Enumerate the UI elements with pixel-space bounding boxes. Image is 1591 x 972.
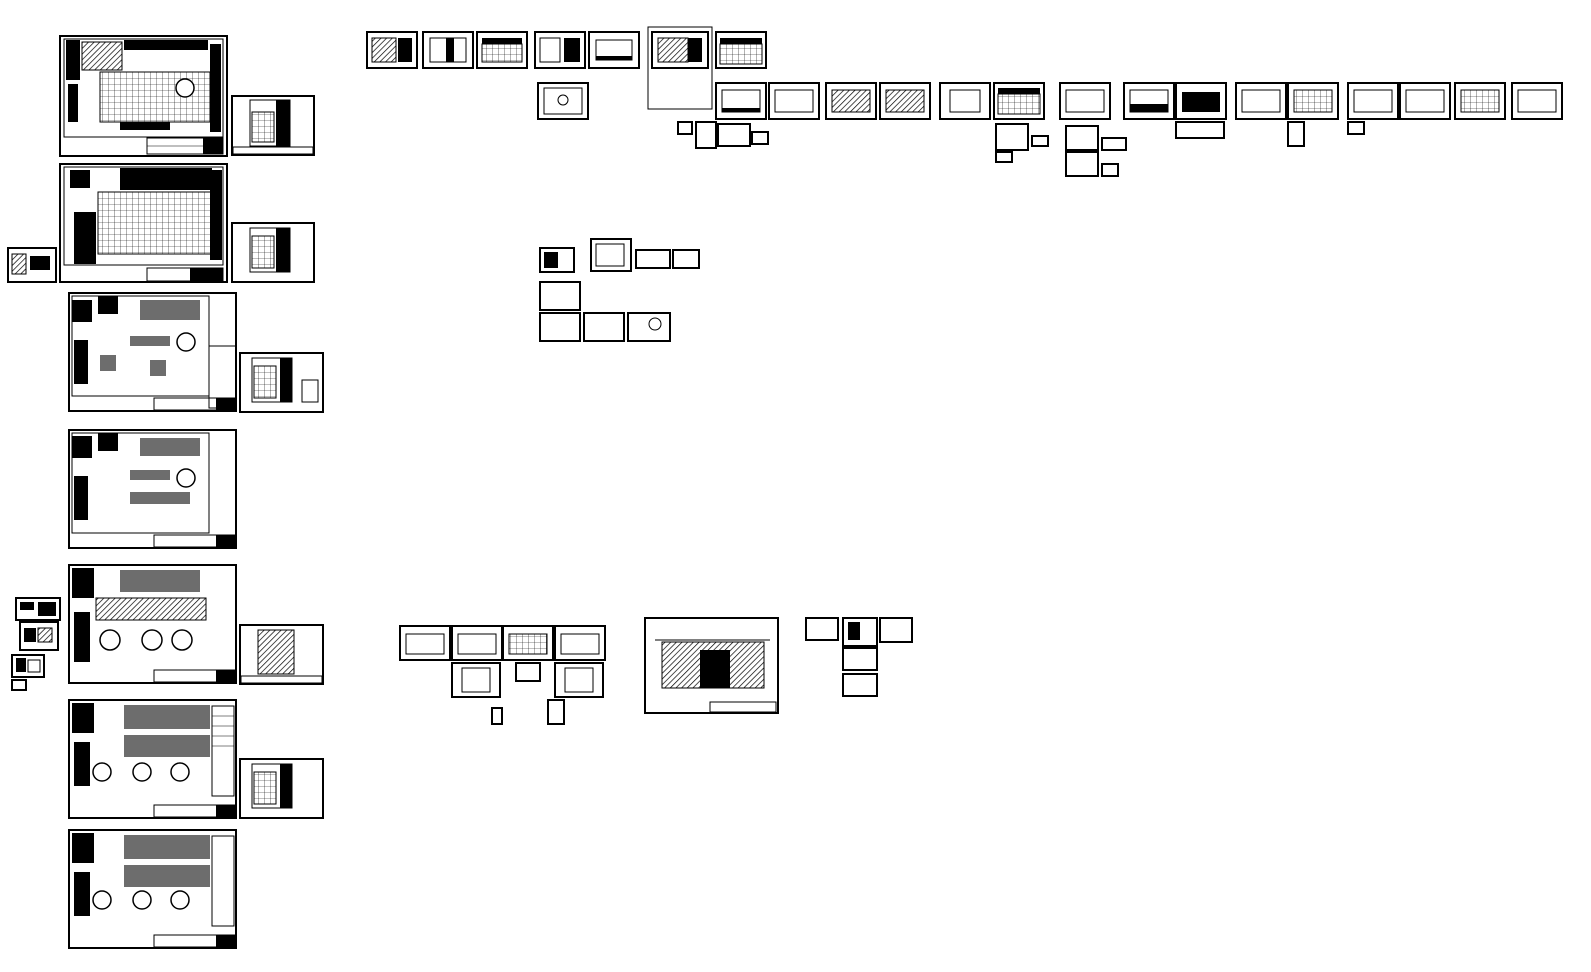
elevation-sheet[interactable]: [1511, 82, 1563, 120]
elevation-sheet[interactable]: [399, 625, 451, 661]
detail-sheet[interactable]: [7, 247, 57, 283]
floor-plan-sheet[interactable]: [68, 564, 237, 684]
detail-cluster[interactable]: [677, 121, 769, 149]
detail-sheet[interactable]: [537, 82, 589, 120]
elevation-sheet[interactable]: [715, 31, 767, 69]
detail-sheet[interactable]: [15, 597, 61, 621]
elevation-sheet[interactable]: [366, 31, 418, 69]
elevation-sheet[interactable]: [1454, 82, 1506, 120]
elevation-sheet[interactable]: [768, 82, 820, 120]
detail-sheet[interactable]: [19, 621, 59, 651]
detail-cluster[interactable]: [805, 617, 913, 697]
key-plan-thumbnail[interactable]: [239, 758, 324, 819]
key-plan-thumbnail[interactable]: [231, 222, 315, 283]
floor-plan-sheet[interactable]: [59, 35, 228, 157]
elevation-sheet-selected[interactable]: [647, 26, 713, 110]
key-plan-thumbnail[interactable]: [231, 95, 315, 156]
floor-plan-sheet[interactable]: [68, 829, 237, 949]
elevation-sheet[interactable]: [1347, 82, 1399, 120]
detail-sheet[interactable]: [11, 654, 45, 678]
elevation-sheet[interactable]: [476, 31, 528, 69]
elevation-sheet[interactable]: [1235, 82, 1287, 120]
floor-plan-sheet[interactable]: [59, 163, 228, 283]
detail-cluster[interactable]: [1287, 121, 1305, 147]
elevation-sheet[interactable]: [422, 31, 474, 69]
detail-sheet[interactable]: [554, 662, 604, 698]
elevation-sheet[interactable]: [715, 82, 767, 120]
detail-sheet[interactable]: [451, 662, 501, 698]
elevation-sheet[interactable]: [588, 31, 640, 69]
detail-cluster[interactable]: [1347, 121, 1365, 135]
elevation-sheet[interactable]: [554, 625, 606, 661]
floor-plan-sheet[interactable]: [68, 292, 237, 412]
elevation-sheet[interactable]: [1287, 82, 1339, 120]
elevation-sheet[interactable]: [825, 82, 877, 120]
elevation-sheet[interactable]: [534, 31, 586, 69]
elevation-sheet[interactable]: [939, 82, 991, 120]
elevation-sheet[interactable]: [993, 82, 1045, 120]
detail-sheet[interactable]: [11, 679, 27, 691]
elevation-sheet-row: [366, 26, 1563, 177]
key-plan-thumbnail[interactable]: [239, 624, 324, 685]
elevation-sheet[interactable]: [1123, 82, 1175, 120]
floor-plan-sheet[interactable]: [68, 429, 237, 549]
elevation-sheet[interactable]: [1399, 82, 1451, 120]
detail-cluster[interactable]: [995, 123, 1049, 163]
floor-plan-sheet[interactable]: [68, 699, 237, 819]
detail-sheet[interactable]: [515, 662, 541, 682]
elevation-sheet[interactable]: [1059, 82, 1111, 120]
elevation-sheet-row: [399, 625, 606, 725]
elevation-sheet[interactable]: [879, 82, 931, 120]
elevation-sheet[interactable]: [502, 625, 554, 661]
elevation-sheet[interactable]: [1175, 82, 1227, 120]
key-plan-thumbnail[interactable]: [239, 352, 324, 413]
elevation-sheet[interactable]: [451, 625, 503, 661]
large-elevation-sheet[interactable]: [644, 617, 779, 714]
detail-cluster[interactable]: [1175, 121, 1225, 139]
detail-cluster[interactable]: [1065, 125, 1127, 177]
detail-cluster[interactable]: [539, 238, 700, 342]
